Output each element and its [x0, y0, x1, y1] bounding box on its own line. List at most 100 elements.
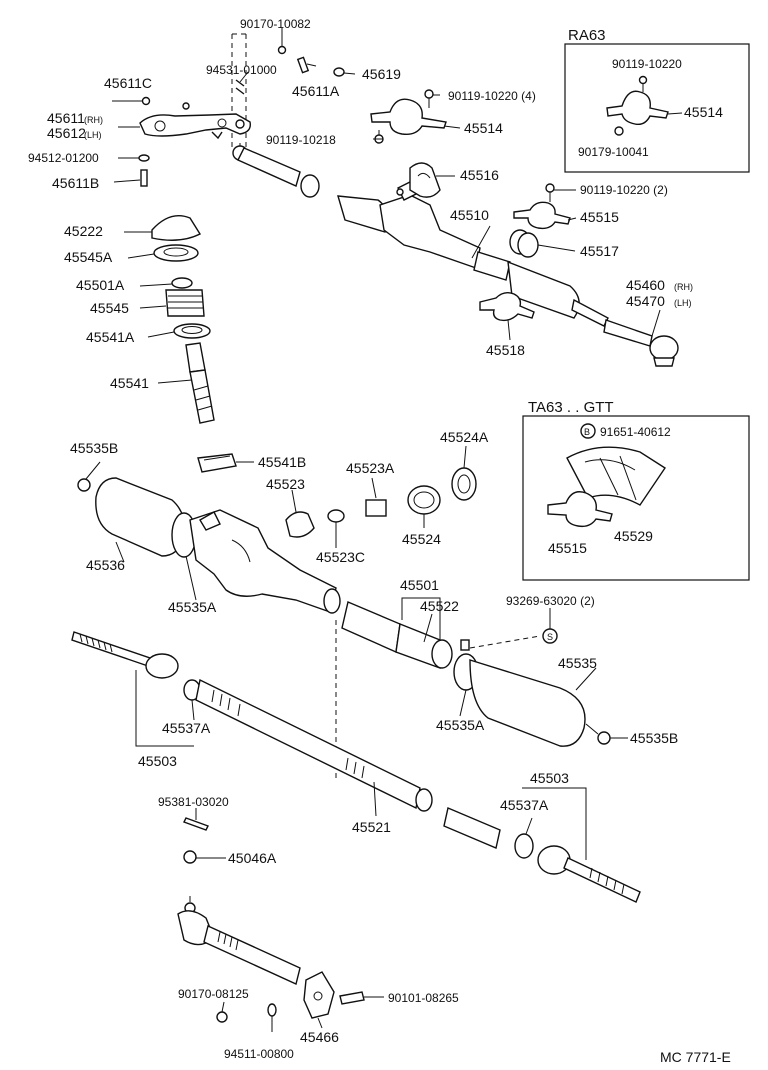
tie-rod-45503-right: [537, 845, 641, 903]
label-45503-left: 45503: [138, 753, 177, 769]
tie-rod-end-upper-right: [603, 319, 679, 367]
label-45515: 45515: [580, 209, 619, 225]
label-90119-10218: 90119-10218: [266, 133, 336, 147]
housing-45510: [379, 194, 481, 269]
label-45611A: 45611A: [292, 83, 340, 99]
nut-small-arm: [182, 102, 190, 110]
tie-rod-end-lower: [177, 896, 301, 985]
inset-ra63-label-45514: 45514: [684, 104, 723, 120]
nut-90170-08125: [216, 1011, 228, 1023]
label-45517: 45517: [580, 243, 619, 259]
label-94512-01200: 94512-01200: [28, 151, 99, 165]
label-45611C: 45611C: [104, 75, 152, 91]
label-45541A: 45541A: [86, 329, 135, 345]
bracket-45514: [370, 98, 447, 136]
bushing-45516: [409, 162, 441, 198]
clamp-45466: [303, 971, 335, 1019]
label-45522: 45522: [420, 598, 459, 614]
bracket-45515: [513, 201, 571, 230]
inset-ra63-border: [564, 43, 750, 173]
label-45523C: 45523C: [316, 549, 365, 565]
diagram-code: MC 7771-E: [660, 1049, 731, 1065]
label-90170-10082: 90170-10082: [240, 17, 311, 31]
label-45460-rh: (RH): [674, 282, 693, 292]
leader-lines: [85, 28, 661, 1032]
boot-45535: [469, 659, 586, 747]
label-45619: 45619: [362, 66, 401, 82]
label-45535: 45535: [558, 655, 597, 671]
label-45612: 45612: [47, 125, 86, 141]
label-45524A: 45524A: [440, 429, 489, 445]
steering-arm-group: [138, 28, 345, 187]
spring-cap-45524: [407, 485, 441, 515]
bolt-45611B: [140, 169, 148, 187]
label-45537A-left: 45537A: [162, 720, 211, 736]
inset-ta63-b-marker: [580, 423, 596, 439]
label-rh: (RH): [84, 115, 103, 125]
rack-guide-45523: [285, 511, 315, 538]
washer-45523C: [327, 509, 345, 523]
bearing-45541B: [197, 453, 237, 473]
inset-ra63-label-90179-10041: 90179-10041: [578, 145, 649, 159]
label-45466: 45466: [300, 1029, 339, 1045]
nut-45046A: [183, 850, 197, 864]
pinion-45541: [185, 342, 215, 424]
nut-90170-10082: [277, 45, 287, 55]
s-marker-letter: S: [547, 632, 553, 642]
label-45222: 45222: [64, 223, 103, 239]
label-45545A: 45545A: [64, 249, 113, 265]
inset-ta63-label-45529: 45529: [614, 528, 653, 544]
inset-ta63-cover: [566, 446, 666, 506]
label-45535A-mid: 45535A: [436, 717, 485, 733]
washer-45537A-right: [514, 833, 534, 859]
label-45611: 45611: [47, 110, 85, 126]
rack-45521: [195, 678, 501, 849]
label-45524: 45524: [402, 531, 441, 547]
inset-ta63-border: [522, 415, 750, 581]
clip-45535B-right: [597, 731, 611, 745]
cotter-pin-95381: [183, 817, 209, 831]
label-45521: 45521: [352, 819, 391, 835]
label-45503-right: 45503: [530, 770, 569, 786]
rack-tube-45501: [341, 601, 401, 654]
part-labels: 90170-10082 94531-01000 45611C 45619 456…: [28, 17, 731, 1065]
inset-ta63-bracket: [547, 491, 613, 528]
bushing-45517: [509, 229, 539, 258]
label-lh: (LH): [84, 130, 102, 140]
label-45537A-right: 45537A: [500, 797, 549, 813]
label-45523: 45523: [266, 476, 305, 492]
boot-45536: [95, 477, 186, 557]
inset-ta63-title: TA63 . . GTT: [528, 399, 614, 416]
boot-upper-left: [337, 195, 388, 233]
label-95381-03020: 95381-03020: [158, 795, 229, 809]
inset-ta63: TA63 . . GTT B 91651-40612 45515 45529: [522, 399, 750, 581]
upper-rack-assembly: [232, 143, 679, 367]
label-45470: 45470: [626, 293, 665, 309]
label-45046A: 45046A: [228, 850, 277, 866]
label-45518: 45518: [486, 342, 525, 358]
clip-45535B-left: [77, 478, 91, 492]
steering-arm-45611: [139, 113, 251, 137]
label-94531-01000: 94531-01000: [206, 63, 277, 77]
washer-94512: [138, 154, 150, 162]
bolt-90101-08265: [339, 991, 365, 1005]
label-90101-08265: 90101-08265: [388, 991, 459, 1005]
label-93269-63020: 93269-63020 (2): [506, 594, 595, 608]
label-90119-10220-4: 90119-10220 (4): [448, 89, 536, 103]
spring-45523A: [365, 499, 387, 517]
label-45460: 45460: [626, 277, 665, 293]
label-45516: 45516: [460, 167, 499, 183]
plug-45545: [165, 289, 205, 317]
bolt-90119-10220-4: [424, 89, 434, 99]
label-90119-10220-2: 90119-10220 (2): [580, 183, 668, 197]
washer-45611C: [141, 96, 151, 106]
label-45501: 45501: [400, 577, 439, 593]
label-45470-lh: (LH): [674, 298, 692, 308]
inset-ra63-bracket: [606, 75, 683, 136]
locknut-45545A: [153, 244, 199, 262]
label-45536: 45536: [86, 557, 125, 573]
inset-ra63-title: RA63: [568, 27, 606, 44]
seal-45501A: [171, 277, 193, 289]
bolt-90119-10220-2: [545, 183, 555, 202]
